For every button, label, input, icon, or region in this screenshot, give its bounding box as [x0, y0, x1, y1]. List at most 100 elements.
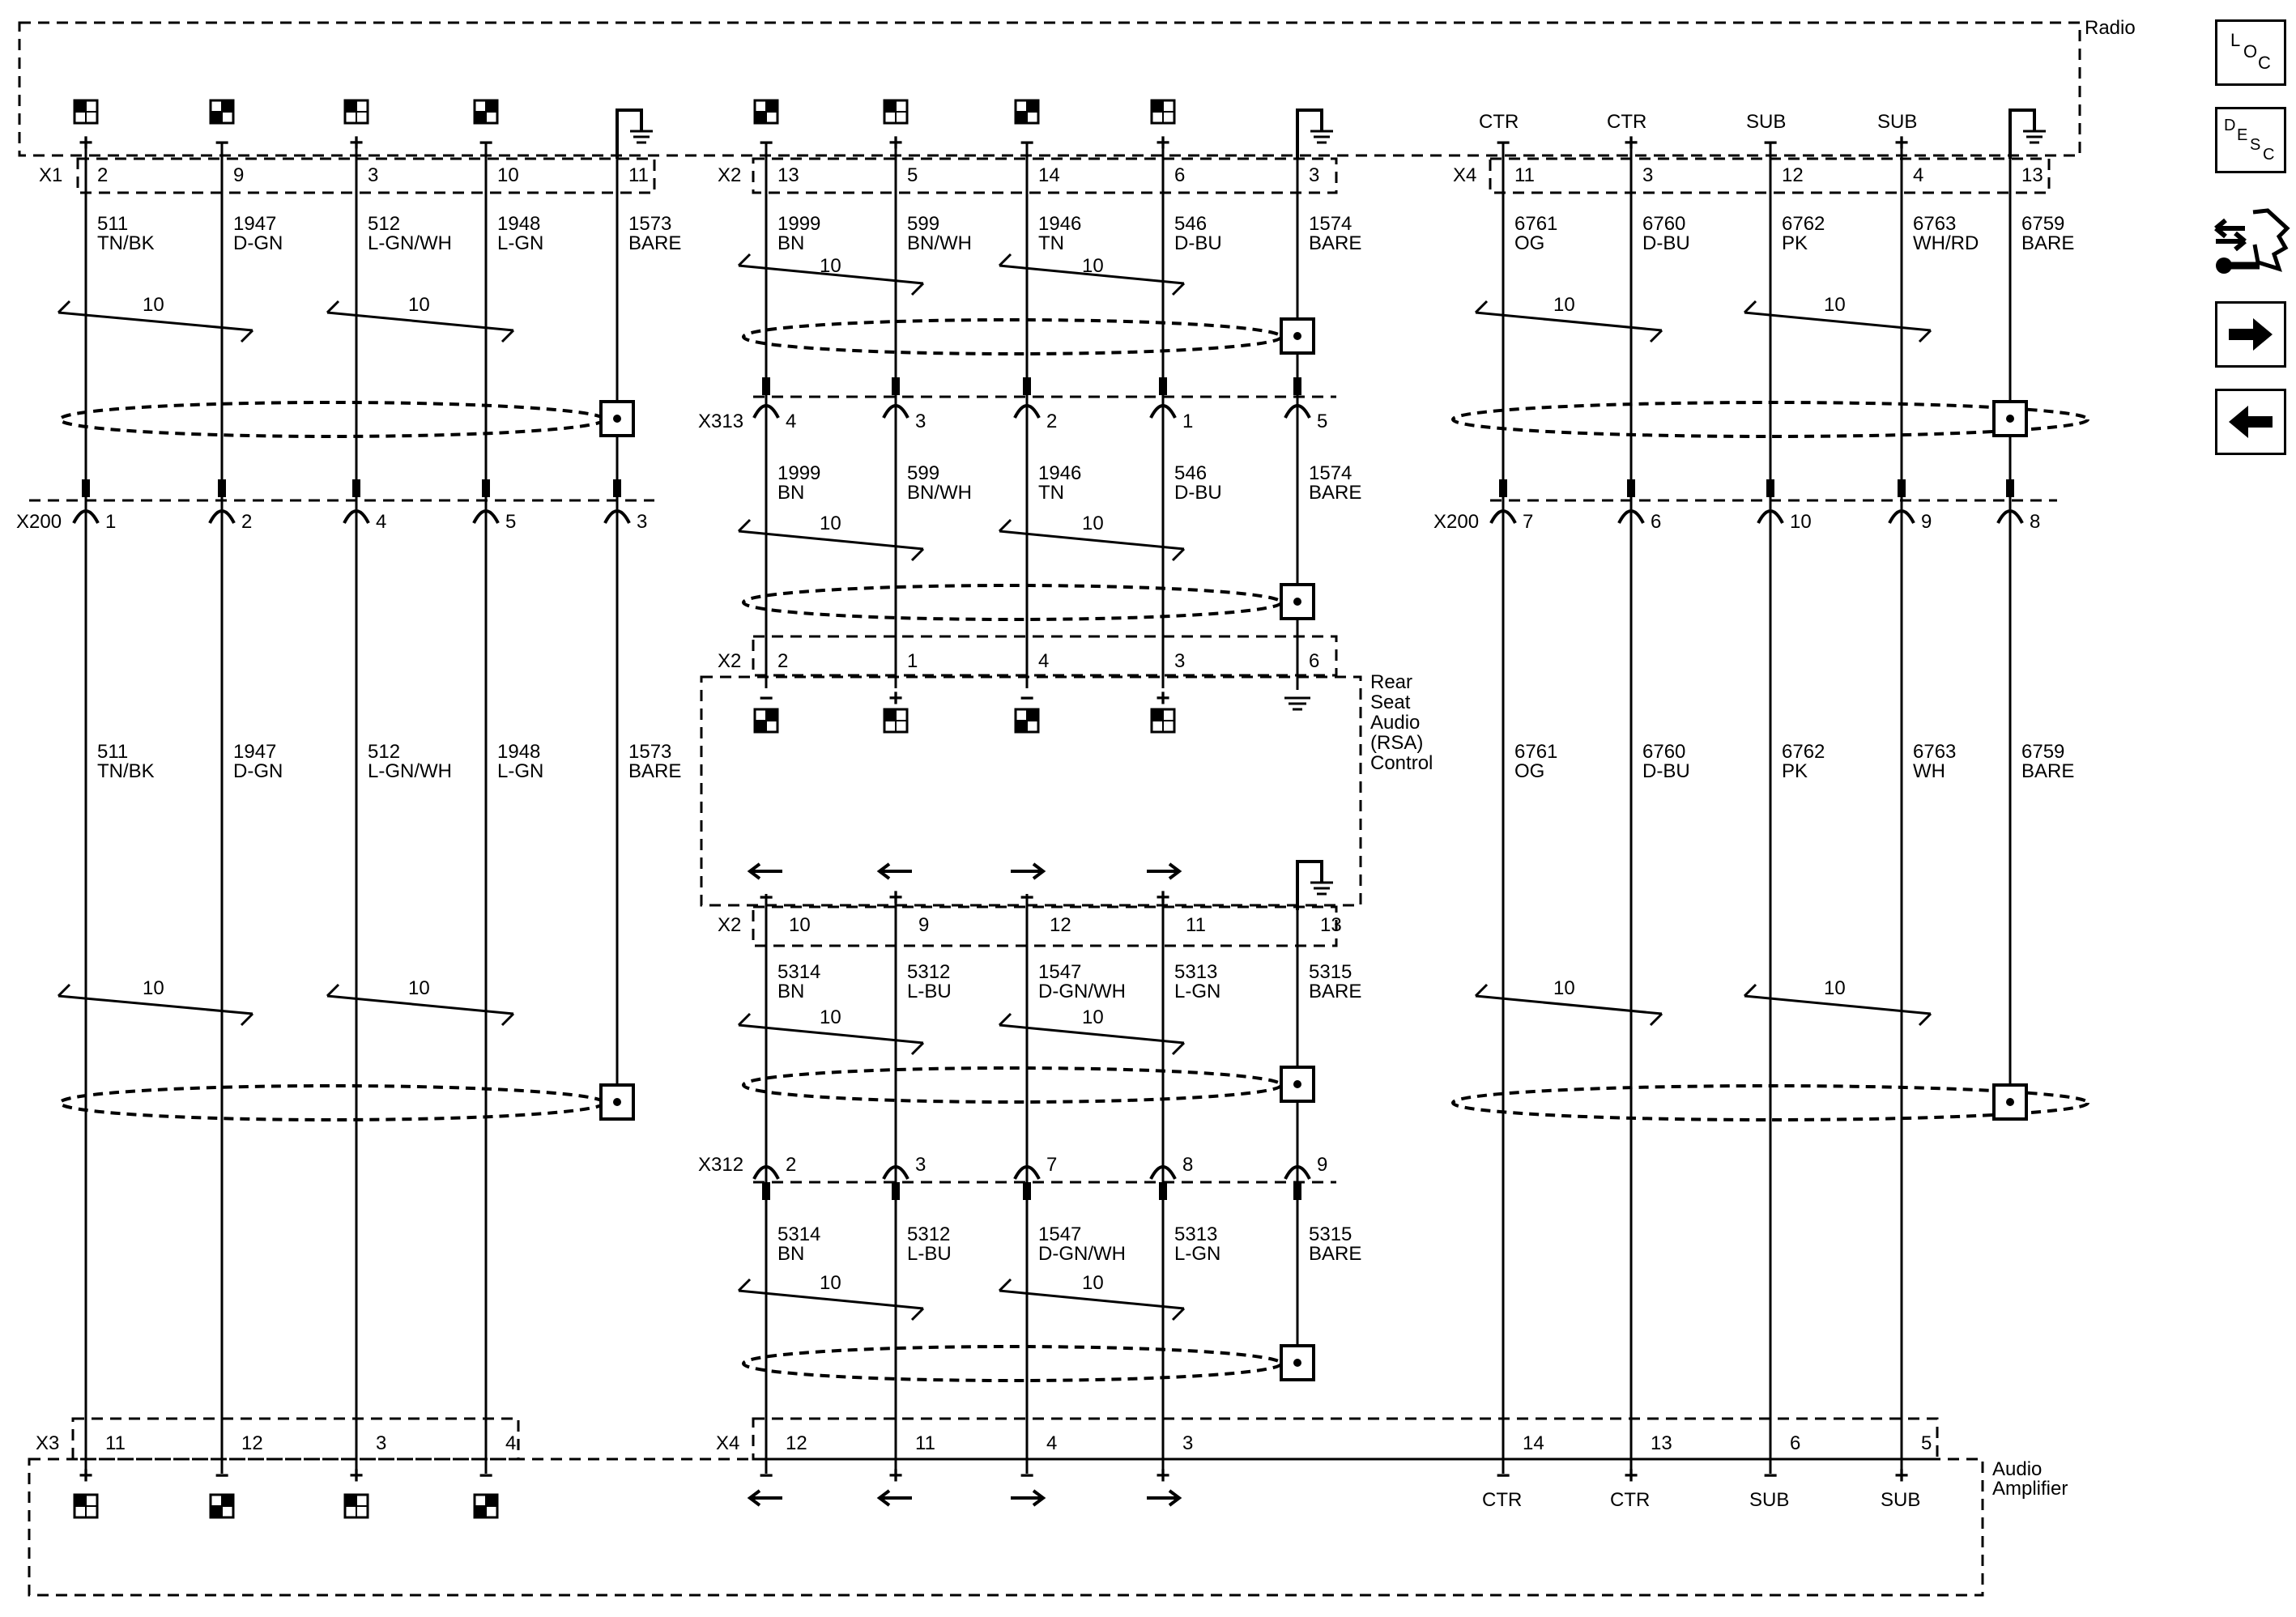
wire-circuit-number: 6759: [2021, 741, 2064, 763]
connector-tool-icon[interactable]: [2209, 204, 2290, 282]
amp-polarity-sign: −: [215, 1462, 229, 1489]
wire-circuit-number: 5314: [777, 961, 820, 983]
x200-pin: 8: [2030, 511, 2040, 533]
wire-circuit-number: 599: [907, 462, 939, 484]
wire-circuit-number: 6763: [1913, 213, 1956, 235]
amp-channel-label: CTR: [1610, 1489, 1650, 1511]
rsa-out-polarity-sign: +: [888, 884, 903, 911]
amp-x4-pin: 13: [1651, 1432, 1672, 1454]
location-button[interactable]: L O C: [2215, 19, 2286, 86]
female-terminal: [1757, 509, 1784, 524]
radio-polarity-sign: +: [79, 130, 93, 156]
rsa-x2-out-pin: 13: [1320, 914, 1342, 936]
ground-icon: [1284, 696, 1310, 711]
description-button[interactable]: D E S C: [2215, 107, 2286, 173]
radio-x1-pin: 10: [497, 164, 519, 186]
wire-color-code: D-BU: [1642, 232, 1690, 254]
twisted-pair-marker: [57, 300, 254, 343]
speaker-signal-icon: [343, 99, 369, 125]
amp-x4-pin: 5: [1921, 1432, 1932, 1454]
arrow-left-icon: [876, 862, 912, 880]
twist-rate-label: 10: [143, 977, 164, 999]
twisted-pair-marker: [1474, 983, 1663, 1027]
radio-outline: [18, 21, 2081, 157]
wire-circuit-number: 5314: [777, 1223, 820, 1245]
radio-polarity-sign: −: [1020, 130, 1034, 156]
male-terminal: [352, 479, 360, 497]
chassis-ground-icon: [616, 109, 653, 159]
right-shield-top: [1451, 401, 2089, 438]
twisted-pair-marker: [326, 983, 515, 1027]
connector-x1-label: X1: [39, 164, 62, 186]
wire-circuit-number: 1574: [1309, 213, 1352, 235]
amp-polarity-sign: −: [479, 1462, 493, 1489]
amp-x3-pin: 11: [105, 1432, 126, 1454]
rsa-polarity-sign: +: [1156, 685, 1170, 712]
radio-x1-pin: 11: [628, 164, 649, 186]
male-terminal: [1159, 1182, 1167, 1200]
female-terminal: [1284, 1165, 1311, 1180]
speaker-signal-icon: [883, 708, 909, 734]
female-terminal: [752, 404, 780, 419]
wire-circuit-number: 599: [907, 213, 939, 235]
speaker-signal-icon: [209, 99, 235, 125]
twisted-pair-marker: [998, 1278, 1186, 1321]
shield-drain-box: [1280, 1066, 1315, 1103]
loc-letter-o: O: [2243, 41, 2257, 62]
connector-rsa-x2-top-label: X2: [718, 650, 741, 672]
wire-color-code: PK: [1782, 760, 1808, 782]
previous-page-button[interactable]: [2215, 389, 2286, 455]
radio-x4-pin: 4: [1913, 164, 1923, 186]
next-page-button[interactable]: [2215, 301, 2286, 368]
female-terminal: [208, 509, 236, 524]
shield-drain-box: [1280, 583, 1315, 620]
wire-color-code: BN/WH: [907, 232, 972, 254]
rsa-x2-in-pin: 3: [1174, 650, 1185, 672]
wire-circuit-number: 6762: [1782, 213, 1825, 235]
wire-color-code: L-GN/WH: [368, 760, 452, 782]
amp-channel-label: SUB: [1881, 1489, 1920, 1511]
wire-circuit-number: 1999: [777, 462, 820, 484]
middle-shield-a: [742, 318, 1283, 355]
wire-color-code: BN: [777, 981, 804, 1002]
wire-circuit-number: 1946: [1038, 462, 1081, 484]
arrow-left-icon: [747, 1489, 782, 1507]
rsa-polarity-sign: +: [888, 685, 903, 712]
rsa-x2-out-pin: 12: [1050, 914, 1071, 936]
rsa-out-polarity-sign: −: [759, 884, 773, 911]
amp-x3-pin: 3: [376, 1432, 386, 1454]
arrow-right-icon: [1011, 862, 1046, 880]
wire-color-code: D-BU: [1642, 760, 1690, 782]
wire-color-code: BARE: [2021, 760, 2074, 782]
x200-pin: 6: [1651, 511, 1661, 533]
female-terminal: [1013, 404, 1041, 419]
wire-color-code: BARE: [1309, 981, 1361, 1002]
connector-rsa-x2-bottom-label: X2: [718, 914, 741, 936]
loc-letter-c: C: [2258, 53, 2271, 73]
radio-connector-x1: [76, 157, 656, 194]
connector-x3-label: X3: [36, 1432, 59, 1454]
rsa-x2-in-pin: 6: [1309, 650, 1319, 672]
wire-color-code: TN/BK: [97, 760, 155, 782]
wire-color-code: BN: [777, 1243, 804, 1265]
shield-drain-box: [599, 400, 635, 437]
wire-circuit-number: 511: [97, 741, 128, 763]
amp-polarity-sign: −: [759, 1462, 773, 1489]
wire-circuit-number: 1573: [628, 741, 671, 763]
radio-x2-pin: 5: [907, 164, 918, 186]
wire-color-code: L-BU: [907, 981, 952, 1002]
speaker-signal-icon: [883, 99, 909, 125]
radio-x4-pin: 13: [2021, 164, 2043, 186]
radio-polarity-sign: +: [1624, 130, 1638, 156]
twisted-pair-marker: [326, 300, 515, 343]
wire-color-code: TN: [1038, 482, 1064, 504]
amp-polarity-sign: −: [1020, 1462, 1034, 1489]
male-terminal: [613, 479, 621, 497]
speaker-signal-icon: [1150, 708, 1176, 734]
radio-x4-pin: 12: [1782, 164, 1804, 186]
x200-pin: 2: [241, 511, 252, 533]
wire-circuit-number: 6763: [1913, 741, 1956, 763]
left-shield-top: [58, 401, 606, 438]
wire-color-code: OG: [1514, 760, 1544, 782]
twisted-pair-marker: [737, 1278, 925, 1321]
